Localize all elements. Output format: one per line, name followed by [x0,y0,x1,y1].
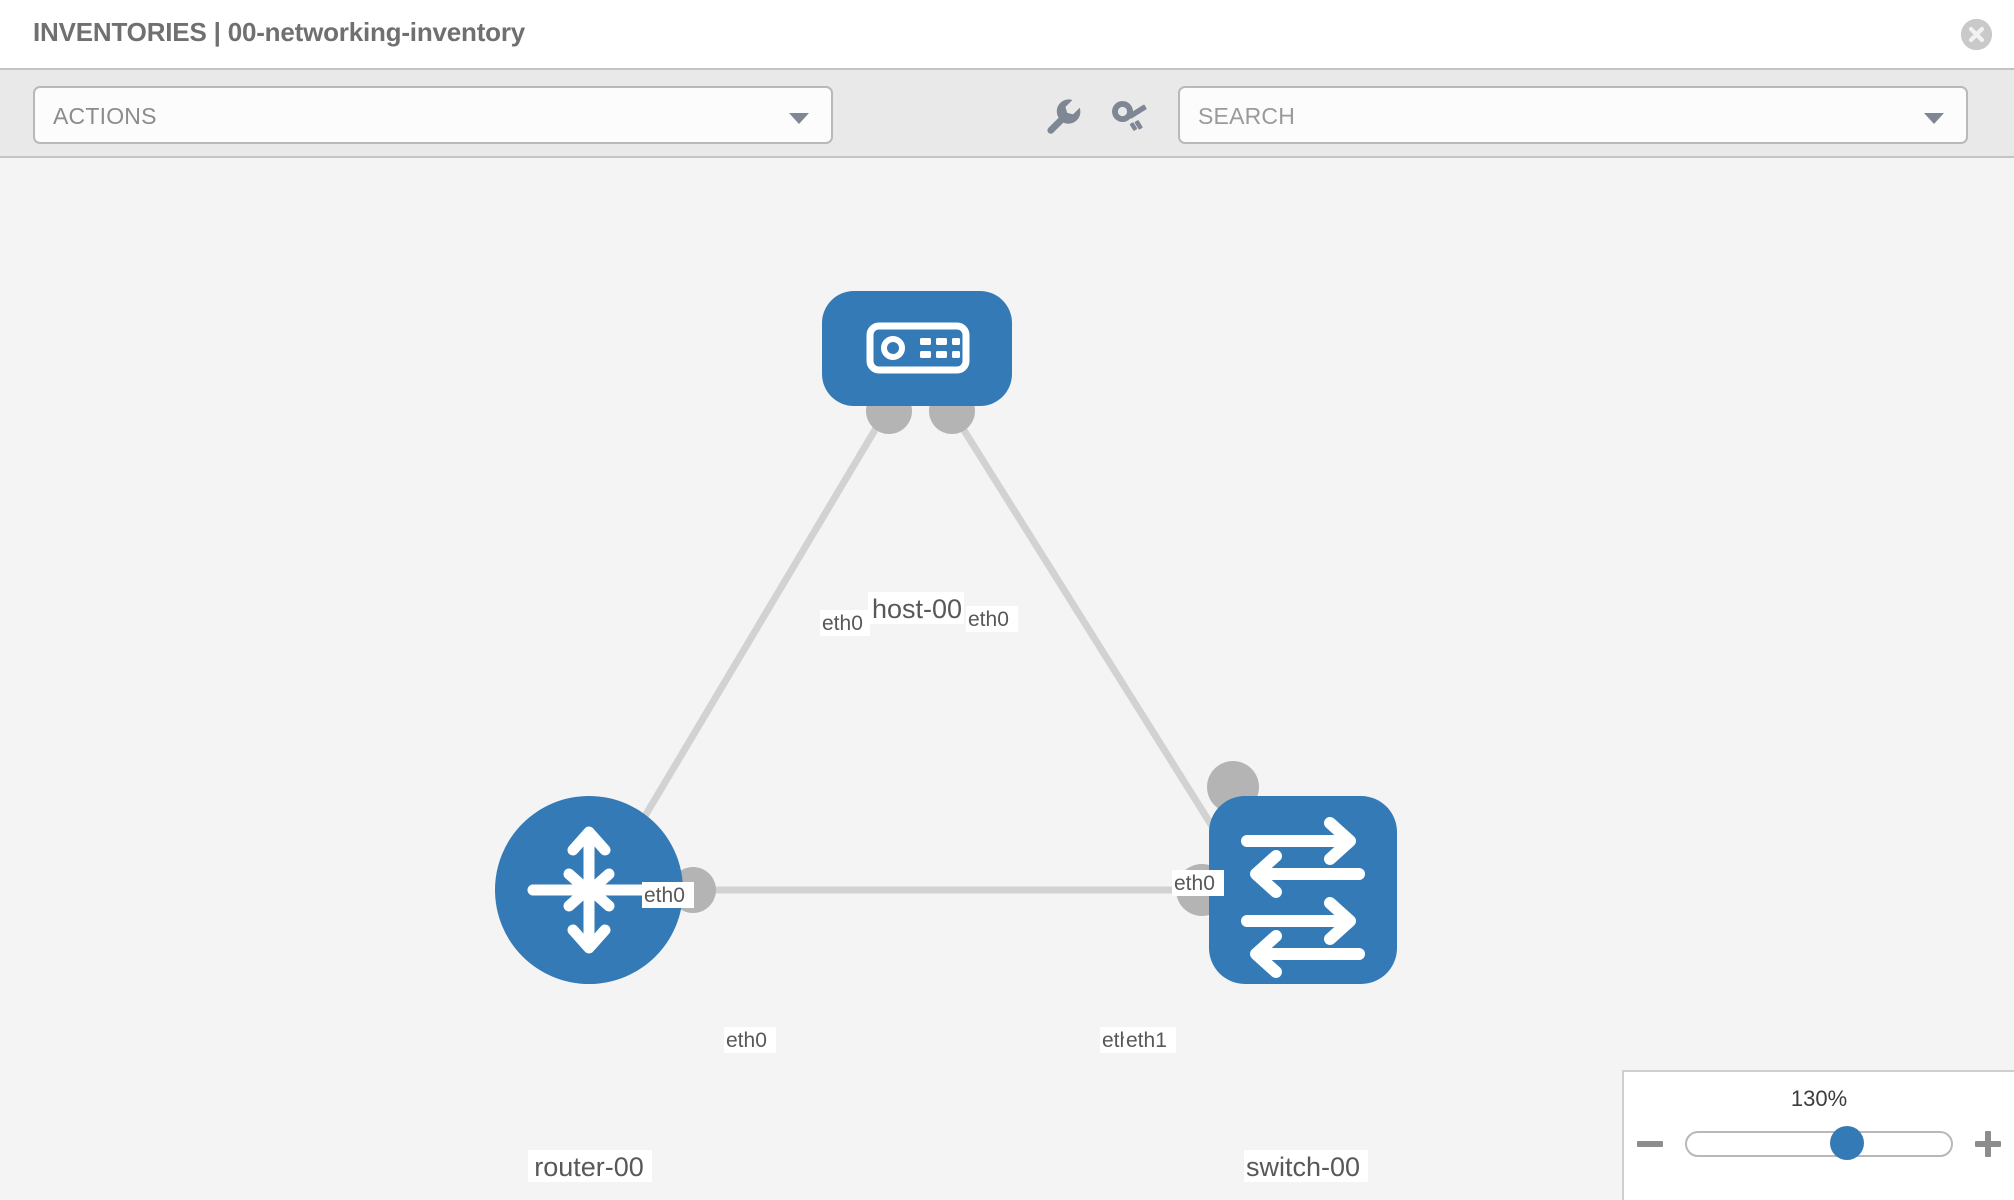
key-icon[interactable] [1104,90,1154,140]
topology-ports [670,388,1259,916]
server-icon [866,322,970,374]
iface-label-router-up: eth0 [644,884,685,907]
node-label-host-00: host-00 [872,594,962,624]
router-arrows-icon [527,826,651,954]
zoom-slider[interactable] [1685,1126,1953,1160]
zoom-level-value: 130% [1790,1086,1848,1111]
iface-label-host-left: eth0 [822,612,863,635]
chevron-down-icon [789,113,809,124]
page-title: INVENTORIES | 00-networking-inventory [33,17,526,47]
switch-arrows-icon [1241,817,1365,978]
close-icon[interactable] [1961,19,1992,50]
chevron-down-icon[interactable] [1924,113,1944,124]
node-label-router-00: router-00 [534,1152,644,1182]
link-host-router[interactable] [616,406,892,860]
iface-label-switch-up: eth0 [1174,872,1215,895]
link-host-switch[interactable] [947,406,1235,860]
iface-label-switch-left-b: eth1 [1126,1029,1167,1052]
wrench-icon[interactable] [1037,90,1087,140]
toolbar: ACTIONS SEARCH [0,68,2014,158]
search-input[interactable]: SEARCH [1178,86,1968,144]
node-router-00[interactable] [495,796,683,984]
iface-label-router-right: eth0 [726,1029,767,1052]
page-header: INVENTORIES | 00-networking-inventory [0,0,2014,68]
actions-dropdown[interactable]: ACTIONS [33,86,833,144]
node-label-switch-00: switch-00 [1246,1152,1360,1182]
zoom-slider-handle[interactable] [1830,1126,1864,1160]
zoom-control-panel: 130% [1622,1070,2014,1200]
node-labels: host-00 router-00 switch-00 [528,592,1368,1182]
topology-canvas[interactable]: eth0 eth0 eth0 eth0 eth0 eth0 eth1 [0,158,2014,1200]
node-host-00[interactable] [822,291,1012,406]
search-placeholder: SEARCH [1198,103,1296,129]
topology-links [616,406,1240,894]
iface-label-host-right: eth0 [968,608,1009,631]
interface-labels: eth0 eth0 eth0 eth0 eth0 eth0 eth1 [642,606,1224,1053]
zoom-out-button[interactable] [1633,1127,1667,1161]
zoom-in-button[interactable] [1971,1127,2005,1161]
actions-dropdown-label: ACTIONS [53,103,157,129]
topology-graph: eth0 eth0 eth0 eth0 eth0 eth0 eth1 [495,291,1397,1182]
node-switch-00[interactable] [1209,796,1397,984]
